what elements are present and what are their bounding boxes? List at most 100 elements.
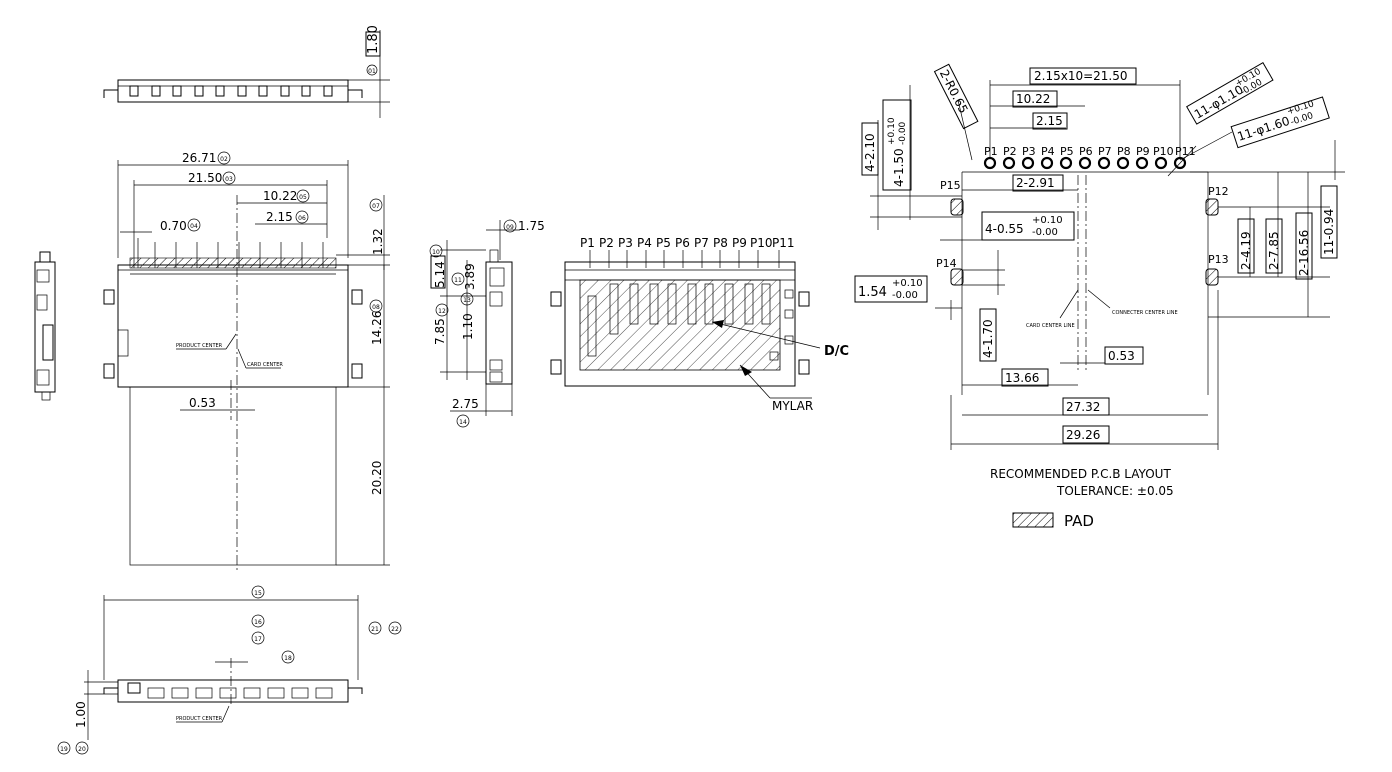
pcb-pin-holes — [983, 156, 1187, 170]
dim-7-85: 7.85 — [433, 318, 447, 345]
balloon-09: 09 — [506, 224, 514, 231]
balloon-16: 16 — [254, 619, 262, 626]
pcb-pin-p12: P12 — [1208, 185, 1229, 198]
pcb-pin-p8: P8 — [1117, 145, 1131, 158]
dim-bottom-1-00: 1.00 — [74, 701, 88, 728]
pcb-pin-p4: P4 — [1041, 145, 1055, 158]
balloon-19: 19 — [60, 746, 68, 753]
dim-2-75: 2.75 — [452, 397, 479, 411]
pcb-pin-p7: P7 — [1098, 145, 1112, 158]
pcb-dim-1-54-tol-plus: +0.10 — [892, 278, 923, 289]
pcb-dim-0-55-tol-plus: +0.10 — [1032, 215, 1063, 226]
pin-label-p2: P2 — [599, 236, 614, 250]
pcb-pin-p11: P11 — [1175, 145, 1196, 158]
balloon-04: 04 — [190, 223, 198, 230]
pad-legend-label: PAD — [1064, 512, 1094, 530]
bottom-product-center-label: PRODUCT CENTER — [176, 716, 223, 722]
dc-label: D/C — [824, 344, 849, 359]
product-center-label: PRODUCT CENTER — [176, 343, 223, 349]
dim-10-22: 10.22 — [263, 189, 297, 203]
balloon-01: 01 — [368, 68, 376, 75]
pcb-title: RECOMMENDED P.C.B LAYOUT — [990, 467, 1171, 481]
balloon-02: 02 — [220, 156, 228, 163]
balloon-18: 18 — [284, 655, 292, 662]
top-view: 1.80 01 — [103, 25, 390, 118]
pcb-dim-7-85: 2-7.85 — [1267, 231, 1281, 270]
bottom-view-pins — [147, 687, 333, 699]
left-side-view — [34, 251, 56, 401]
pin-label-p5: P5 — [656, 236, 671, 250]
balloon-15: 15 — [254, 590, 262, 597]
balloon-10: 10 — [432, 249, 440, 256]
pcb-connector-center-line: CONNECTER CENTER LINE — [1112, 310, 1178, 316]
pcb-pin-p13: P13 — [1208, 253, 1229, 266]
pcb-dim-1-54-tol-minus: -0.00 — [892, 290, 918, 301]
balloon-05: 05 — [299, 194, 307, 201]
pcb-pad-p15 — [950, 198, 964, 216]
dim-1-10: 1.10 — [461, 313, 475, 340]
card-center-label: CARD CENTER — [247, 362, 283, 368]
balloon-11: 11 — [454, 277, 462, 284]
pcb-dim-27-32: 27.32 — [1066, 400, 1100, 414]
pin-view-leads — [589, 250, 780, 268]
pcb-dim-29-26: 29.26 — [1066, 428, 1100, 442]
balloon-12: 12 — [438, 308, 446, 315]
pcb-dim-pitch-total: 2.15x10=21.50 — [1034, 69, 1128, 83]
pcb-pad-p13 — [1205, 268, 1219, 286]
balloon-17: 17 — [254, 636, 262, 643]
pcb-dim-0-53: 0.53 — [1108, 349, 1135, 363]
pad-legend-swatch — [1012, 512, 1054, 528]
balloon-08: 08 — [372, 304, 380, 311]
pcb-slot-tol-plus: +0.10 — [887, 117, 897, 145]
pcb-pad-p12 — [1205, 198, 1219, 216]
balloon-14: 14 — [459, 419, 467, 426]
pcb-dim-16-56: 2-16.56 — [1297, 230, 1311, 276]
pin-view: P1 P2 P3 P4 P5 P6 P7 P8 P9 P10 P11 D/C M… — [550, 236, 849, 413]
pcb-pin-p1: P1 — [984, 145, 998, 158]
top-view-pins — [129, 85, 333, 97]
dim-5-14: 5.14 — [433, 261, 447, 288]
pcb-dim-1-54: 1.54 — [858, 285, 887, 300]
pcb-pin-p10: P10 — [1153, 145, 1174, 158]
pcb-pin-p2: P2 — [1003, 145, 1017, 158]
pcb-pin-p14: P14 — [936, 257, 957, 270]
top-thickness-label: 1.80 — [366, 25, 381, 54]
pcb-pin-p5: P5 — [1060, 145, 1074, 158]
balloon-21: 21 — [371, 626, 379, 633]
pcb-dim-10-22: 10.22 — [1016, 92, 1050, 106]
pcb-dim-0-55-tol-minus: -0.00 — [1032, 227, 1058, 238]
pcb-pin-p3: P3 — [1022, 145, 1036, 158]
dim-1-32: 1.32 — [371, 228, 385, 255]
balloon-22: 22 — [391, 626, 399, 633]
pcb-dim-0-94: 11-0.94 — [1322, 209, 1336, 255]
pin-label-p6: P6 — [675, 236, 690, 250]
pcb-dim-2-91: 2-2.91 — [1016, 176, 1055, 190]
pcb-dim-0-55: 4-0.55 — [985, 222, 1024, 236]
pcb-dim-13-66: 13.66 — [1005, 371, 1039, 385]
pcb-pin-p15: P15 — [940, 179, 961, 192]
pin-label-p11: P11 — [772, 236, 795, 250]
pin-label-p7: P7 — [694, 236, 709, 250]
front-view: 26.71 02 21.50 03 10.22 05 2.15 06 0.70 … — [103, 151, 390, 570]
pcb-slot-width: 4-1.50 — [892, 148, 906, 187]
top-thickness-box — [365, 31, 381, 57]
pcb-pin-p6: P6 — [1079, 145, 1093, 158]
dim-0-53: 0.53 — [189, 396, 216, 410]
pin-label-p3: P3 — [618, 236, 633, 250]
balloon-13: 13 — [463, 297, 471, 304]
dim-14-26: 14.26 — [370, 311, 384, 345]
pcb-dim-1-70: 4-1.70 — [981, 319, 995, 358]
pin-label-p4: P4 — [637, 236, 652, 250]
pin-label-p1: P1 — [580, 236, 595, 250]
dim-3-89: 3.89 — [463, 263, 477, 290]
pin-label-p10: P10 — [750, 236, 773, 250]
pin-label-p9: P9 — [732, 236, 747, 250]
pcb-tolerance: TOLERANCE: ±0.05 — [1056, 484, 1174, 498]
dim-2-15: 2.15 — [266, 210, 293, 224]
balloon-03: 03 — [225, 176, 233, 183]
balloon-06: 06 — [298, 215, 306, 222]
mylar-label: MYLAR — [772, 399, 813, 413]
dim-20-20: 20.20 — [370, 461, 384, 495]
pin-view-contacts — [587, 283, 771, 357]
balloon-07: 07 — [372, 203, 380, 210]
